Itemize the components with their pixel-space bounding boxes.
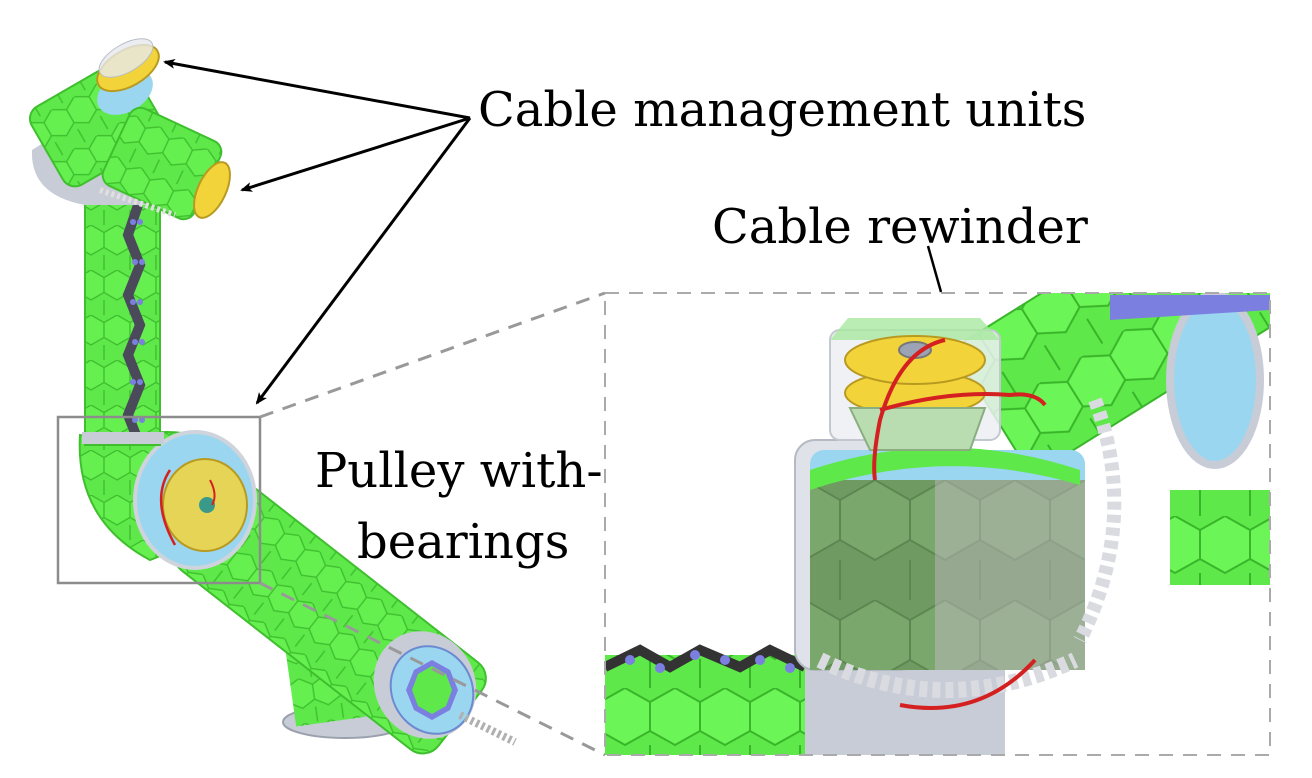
label-pulley-line1: Pulley with- bbox=[315, 443, 603, 499]
highlight-box bbox=[56, 415, 262, 585]
base-joint bbox=[373, 631, 517, 746]
label-cable-management-units: Cable management units bbox=[478, 82, 1087, 138]
upper-arm bbox=[82, 199, 164, 446]
arrow-to-elbow bbox=[255, 117, 472, 405]
zoom-connectors bbox=[259, 291, 606, 757]
rewinder-leader bbox=[926, 245, 943, 293]
zoom-inset bbox=[605, 293, 1270, 755]
cable-management-unit-2 bbox=[193, 161, 231, 219]
wrist bbox=[28, 38, 231, 221]
robot-full-view bbox=[28, 38, 517, 755]
cable-rewinder-pulley-upper bbox=[844, 335, 986, 385]
arrow-to-unit-2 bbox=[240, 116, 471, 192]
arrow-to-unit-1 bbox=[163, 58, 471, 120]
cable-management-arrows bbox=[163, 58, 472, 405]
label-cable-rewinder: Cable rewinder bbox=[712, 199, 1088, 255]
label-pulley-line2: bearings bbox=[357, 514, 570, 570]
elbow-joint bbox=[78, 430, 257, 570]
zoom-inset-frame bbox=[604, 292, 1271, 756]
